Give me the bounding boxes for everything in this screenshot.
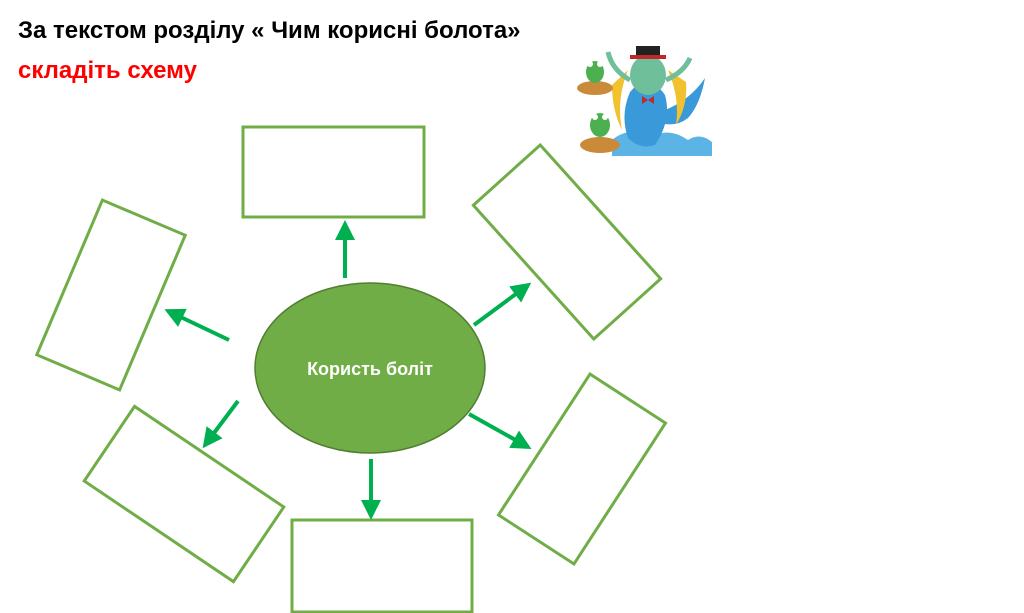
diagram-box-top-right: [471, 142, 663, 342]
center-ellipse: [254, 282, 486, 454]
diagram-box-top: [241, 125, 426, 219]
arrow-to-top-right-box: [472, 282, 532, 327]
arrow-to-bottom-right-box: [468, 412, 532, 449]
diagram-box-bottom-left: [82, 404, 286, 584]
diagram-box-left: [34, 198, 188, 392]
page-subtitle: складіть схему: [18, 57, 197, 84]
diagram-box-bottom-right: [496, 371, 668, 567]
page-title: За текстом розділу « Чим корисні болота»: [18, 17, 521, 44]
arrow-to-left-box: [164, 308, 230, 342]
swamp-mermaid-illustration: [577, 46, 712, 156]
center-label: Користь боліт: [307, 359, 433, 379]
diagram-box-bottom: [290, 518, 474, 613]
arrow-to-bottom-left-box: [202, 399, 240, 449]
